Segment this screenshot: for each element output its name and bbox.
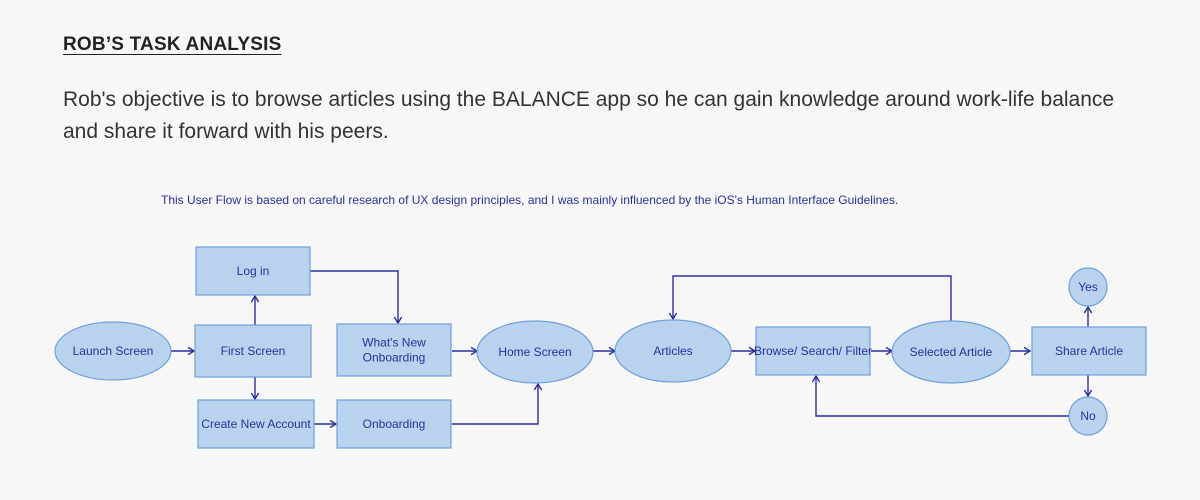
node-label: What's New (362, 336, 426, 350)
edge-first-to-login (250, 294, 260, 325)
node-label: Articles (653, 344, 692, 358)
node-launch: Launch Screen (54, 321, 172, 381)
flow-edges (171, 270, 1093, 429)
node-login: Log in (195, 246, 311, 296)
page-title: ROB’S TASK ANALYSIS (63, 34, 282, 55)
arrowhead (1083, 305, 1093, 314)
node-selected: Selected Article (891, 320, 1011, 384)
edge-first-to-create (250, 377, 260, 401)
node-label: Onboarding (363, 351, 426, 365)
arrowhead (187, 346, 196, 356)
node-browse: Browse/ Search/ Filter (754, 326, 872, 376)
node-home: Home Screen (476, 320, 594, 384)
edge-line (672, 275, 952, 321)
node-shape (476, 320, 594, 384)
node-shape (755, 326, 871, 376)
arrowhead (1023, 346, 1032, 356)
node-shape (195, 246, 311, 296)
diagram-note: This User Flow is based on careful resea… (161, 193, 899, 207)
node-onboarding: Onboarding (336, 399, 452, 449)
node-label: Launch Screen (73, 344, 154, 358)
arrowhead (811, 374, 821, 383)
flow-nodes: Launch Screen First Screen Log in Create Ne… (54, 246, 1147, 449)
node-label: Browse/ Search/ Filter (754, 344, 872, 358)
node-shape (614, 319, 732, 383)
edge-browse-to-selected (871, 346, 894, 356)
edge-onboarding-to-home (452, 382, 543, 425)
node-shape (1031, 326, 1147, 376)
node-shape (1068, 267, 1108, 307)
node-create: Create New Account (197, 399, 315, 449)
node-label: No (1080, 409, 1096, 423)
arrowhead (748, 346, 757, 356)
arrowhead (329, 419, 338, 429)
node-shape (197, 399, 315, 449)
arrowhead (393, 316, 403, 325)
arrowhead (250, 392, 260, 401)
edge-login-to-whatsnew (310, 270, 403, 325)
node-articles: Articles (614, 319, 732, 383)
arrowhead (668, 312, 678, 321)
node-label: Home Screen (498, 345, 571, 359)
node-yes: Yes (1068, 267, 1108, 307)
node-shape (336, 323, 452, 377)
edge-share-to-no (1083, 375, 1093, 398)
edge-line (310, 270, 399, 323)
arrowhead (1083, 389, 1093, 398)
edge-launch-to-first (171, 346, 196, 356)
edge-whatsnew-to-home (452, 346, 479, 356)
arrowhead (250, 294, 260, 303)
arrowhead (533, 382, 543, 391)
node-label: Create New Account (201, 417, 311, 431)
node-shape (194, 324, 312, 378)
edge-articles-to-browse (731, 346, 757, 356)
edge-line (815, 376, 1069, 417)
node-share: Share Article (1031, 326, 1147, 376)
node-label: Yes (1078, 280, 1098, 294)
edge-home-to-articles (593, 346, 617, 356)
node-shape (891, 320, 1011, 384)
edge-selected-to-share (1010, 346, 1032, 356)
node-label: First Screen (221, 344, 286, 358)
node-label: Selected Article (910, 345, 993, 359)
node-no: No (1068, 396, 1108, 436)
node-shape (1068, 396, 1108, 436)
node-label: Onboarding (363, 417, 426, 431)
node-label: Share Article (1055, 344, 1123, 358)
edge-selected-to-articles (668, 275, 952, 321)
edge-no-to-browse (811, 374, 1069, 417)
edge-create-to-onboarding (313, 419, 338, 429)
edge-line (452, 384, 539, 425)
edge-share-to-yes (1083, 305, 1093, 327)
node-shape (336, 399, 452, 449)
node-first: First Screen (194, 324, 312, 378)
objective-text: Rob's objective is to browse articles us… (63, 88, 1115, 143)
node-label: Log in (237, 264, 270, 278)
node-shape (54, 321, 172, 381)
